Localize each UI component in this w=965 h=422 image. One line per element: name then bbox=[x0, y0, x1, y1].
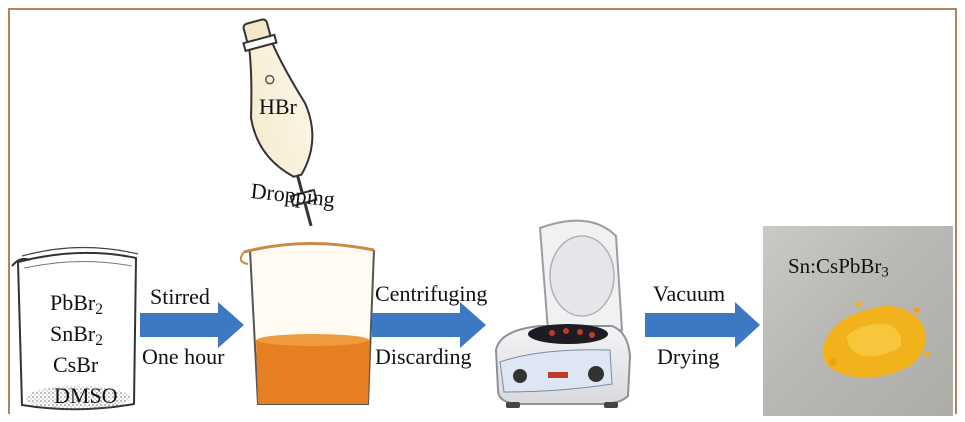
powder-pile bbox=[822, 301, 930, 378]
figure-frame bbox=[8, 8, 957, 414]
reagent-csbr: CsBr bbox=[53, 352, 99, 377]
product-photo: Sn:CsPbBr3 bbox=[763, 226, 953, 416]
arrow-drying bbox=[645, 302, 760, 348]
reagent-pbbr2: PbBr2 bbox=[50, 290, 103, 318]
arrow1-label-top: Stirred bbox=[150, 284, 210, 309]
beaker-solution bbox=[239, 242, 375, 405]
arrow3-label-bottom: Drying bbox=[657, 344, 720, 369]
reagent-snbr2: SnBr2 bbox=[50, 321, 103, 349]
funnel-label-hbr: HBr bbox=[259, 94, 297, 119]
centrifuge bbox=[494, 219, 632, 408]
arrow3-label-top: Vacuum bbox=[653, 281, 726, 306]
reagent-dmso: DMSO bbox=[54, 383, 118, 408]
separatory-funnel bbox=[242, 18, 318, 227]
arrow-stirred bbox=[140, 302, 244, 348]
product-label: Sn:CsPbBr3 bbox=[788, 254, 889, 281]
arrow2-label-bottom: Discarding bbox=[375, 344, 472, 369]
arrow-centrifuging bbox=[372, 302, 486, 348]
beaker-reagents bbox=[11, 246, 139, 411]
arrow2-label-top: Centrifuging bbox=[375, 281, 488, 306]
arrow1-label-bottom: One hour bbox=[142, 344, 225, 369]
